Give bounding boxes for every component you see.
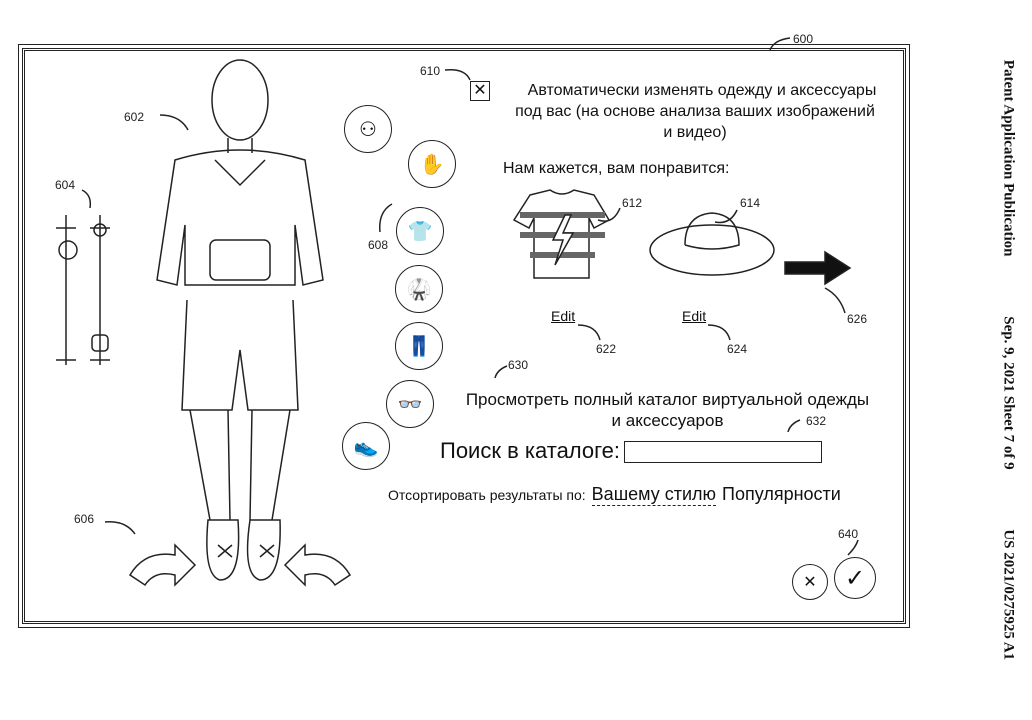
ref-606: 606 <box>74 512 95 526</box>
category-outfits-button[interactable]: 🥋 <box>395 265 443 313</box>
sort-label: Отсортировать результаты по: <box>388 487 586 503</box>
ref-600: 600 <box>793 32 814 46</box>
auto-adjust-line2: под вас (на основе анализа ваших изображ… <box>515 103 875 120</box>
edit-hat-link[interactable]: Edit <box>682 308 707 324</box>
ref-612: 612 <box>622 196 643 210</box>
ref-640: 640 <box>838 527 859 541</box>
category-body-type-button[interactable]: ⚇ <box>344 105 392 153</box>
app-window <box>18 44 910 628</box>
ref-602: 602 <box>124 110 145 124</box>
leader-608 <box>379 203 393 233</box>
ref-630: 630 <box>508 358 529 372</box>
ref-624: 624 <box>727 342 748 356</box>
confirm-button[interactable]: ✓ <box>834 557 876 599</box>
catalog-line1: Просмотреть полный каталог виртуальной о… <box>465 390 870 409</box>
body-type-icon: ⚇ <box>359 118 377 141</box>
category-pants-button[interactable]: 👖 <box>395 322 443 370</box>
t-shirt-image <box>512 189 611 279</box>
recommend-title: Нам кажется, вам понравится: <box>503 160 730 177</box>
catalog-search-input[interactable] <box>624 441 822 463</box>
next-recommendations-button[interactable] <box>783 250 853 286</box>
sort-option-popularity[interactable]: Популярности <box>722 484 841 504</box>
rotate-right-arrow <box>283 543 352 587</box>
category-shoes-button[interactable]: 👟 <box>342 422 390 470</box>
leader-602 <box>159 114 189 131</box>
cancel-button[interactable]: ✕ <box>792 564 828 600</box>
accessories-icon: 👓 <box>397 393 423 416</box>
shoe-icon: 👟 <box>353 435 379 458</box>
leader-604 <box>81 189 92 209</box>
recommend-item-hat[interactable] <box>648 205 778 280</box>
body-sliders <box>56 215 110 365</box>
auto-adjust-line1: Автоматически изменять одежду и аксессуа… <box>527 82 877 99</box>
hat-image <box>649 212 775 276</box>
ref-610: 610 <box>420 64 441 78</box>
category-pose-button[interactable]: ✋ <box>408 140 456 188</box>
category-accessories-button[interactable]: 👓 <box>386 380 434 428</box>
ref-604: 604 <box>55 178 76 192</box>
avatar-figure <box>156 59 324 581</box>
leader-600 <box>769 37 791 51</box>
ref-614: 614 <box>740 196 761 210</box>
recommend-item-t-shirt[interactable] <box>505 185 610 285</box>
leader-606 <box>104 521 136 535</box>
ref-632: 632 <box>806 414 827 428</box>
hand-person-icon: ✋ <box>419 153 445 176</box>
auto-adjust-checkbox[interactable]: ✕ <box>470 81 490 101</box>
auto-adjust-line3: и видео) <box>663 124 727 141</box>
rotate-left-arrow <box>128 543 197 587</box>
full-catalog-link[interactable]: Просмотреть полный каталог виртуальной о… <box>445 389 890 431</box>
check-icon: ✓ <box>844 564 866 592</box>
pants-icon: 👖 <box>406 335 432 358</box>
next-arrow-icon <box>784 250 852 286</box>
sort-option-style[interactable]: Вашему стилю <box>591 484 717 506</box>
catalog-search-label: Поиск в каталоге: <box>440 438 621 463</box>
cancel-x-icon: ✕ <box>803 574 817 591</box>
ref-626: 626 <box>847 312 868 326</box>
ref-608: 608 <box>368 238 389 252</box>
shirt-icon: 👕 <box>407 220 433 243</box>
leader-610 <box>444 68 471 81</box>
ref-622: 622 <box>596 342 617 356</box>
outfit-icon: 🥋 <box>406 278 432 301</box>
catalog-line2: и аксессуаров <box>611 411 724 430</box>
auto-adjust-label: Автоматически изменять одежду и аксессуа… <box>490 80 900 143</box>
category-shirts-button[interactable]: 👕 <box>396 207 444 255</box>
checkbox-x-icon: ✕ <box>473 82 487 99</box>
edit-t-shirt-link[interactable]: Edit <box>551 308 576 324</box>
